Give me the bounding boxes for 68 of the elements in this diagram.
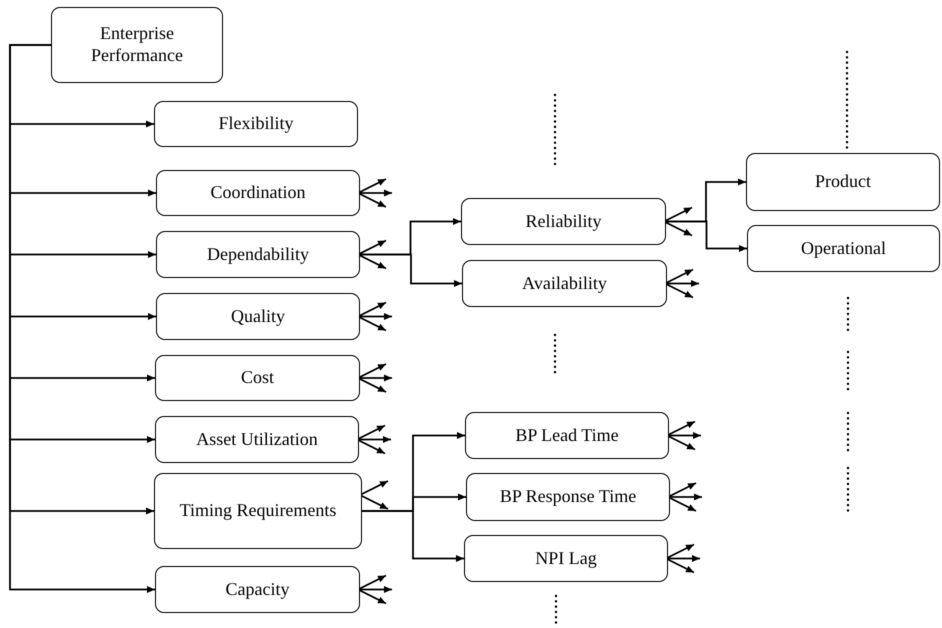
arrow [358, 316, 386, 332]
arrow [358, 374, 392, 382]
arrow [666, 420, 696, 436]
category-box [746, 153, 940, 211]
node-label: Dependability [207, 244, 309, 266]
arrow [358, 254, 386, 270]
arrow [666, 555, 700, 562]
arrow [360, 254, 462, 287]
arrow [668, 482, 696, 498]
arrow [360, 480, 388, 496]
category-box [155, 416, 359, 463]
arrow [668, 494, 702, 500]
arrow [668, 496, 696, 512]
arrow [358, 178, 386, 194]
category-box [466, 473, 670, 521]
arrow [666, 434, 696, 450]
category-box [155, 355, 360, 401]
category-box [461, 198, 666, 245]
arrow [360, 494, 388, 510]
arrow [358, 586, 392, 593]
category-box [747, 225, 940, 272]
arrow [664, 268, 694, 284]
category-box [156, 293, 360, 340]
node-label: Reliability [526, 210, 602, 232]
arrow [358, 192, 386, 208]
arrow [358, 574, 386, 590]
node-label: Coordination [210, 182, 306, 204]
node-label: Flexibility [218, 113, 294, 135]
node-label: NPI Lag [535, 548, 597, 570]
arrow [666, 558, 694, 574]
node-label: Cost [240, 367, 274, 389]
arrow [358, 363, 386, 379]
category-box [156, 170, 360, 216]
category-box [154, 101, 358, 147]
arrow [356, 438, 386, 454]
node-label: Availability [522, 272, 607, 294]
arrow [358, 240, 386, 256]
node-label: Operational [801, 238, 886, 260]
category-box [156, 231, 360, 278]
category-box [154, 473, 362, 549]
node-label: Enterprise Performance [90, 23, 184, 67]
node-label: Quality [231, 306, 285, 328]
arrow [357, 436, 391, 443]
arrow [664, 220, 692, 236]
node-label: BP Lead Time [515, 424, 619, 446]
node-label: BP Response Time [500, 486, 636, 508]
arrow [356, 424, 386, 440]
node-label: Product [815, 171, 871, 193]
arrow [358, 190, 392, 196]
category-box [464, 535, 668, 582]
arrow [358, 588, 386, 604]
arrow [666, 220, 747, 252]
arrow [666, 544, 694, 560]
arrow [358, 377, 386, 393]
arrow [664, 282, 694, 298]
node-label: Timing Requirements [180, 500, 336, 522]
node-label: Capacity [226, 578, 290, 600]
node-label: Asset Utilization [196, 428, 318, 450]
arrow [362, 510, 464, 562]
category-box [462, 260, 667, 307]
category-box [155, 566, 360, 613]
arrow [664, 206, 692, 222]
arrow [667, 432, 701, 439]
arrow [358, 313, 392, 320]
arrow [665, 280, 699, 287]
category-box [51, 7, 223, 83]
category-box [465, 412, 669, 459]
arrow [358, 302, 386, 318]
